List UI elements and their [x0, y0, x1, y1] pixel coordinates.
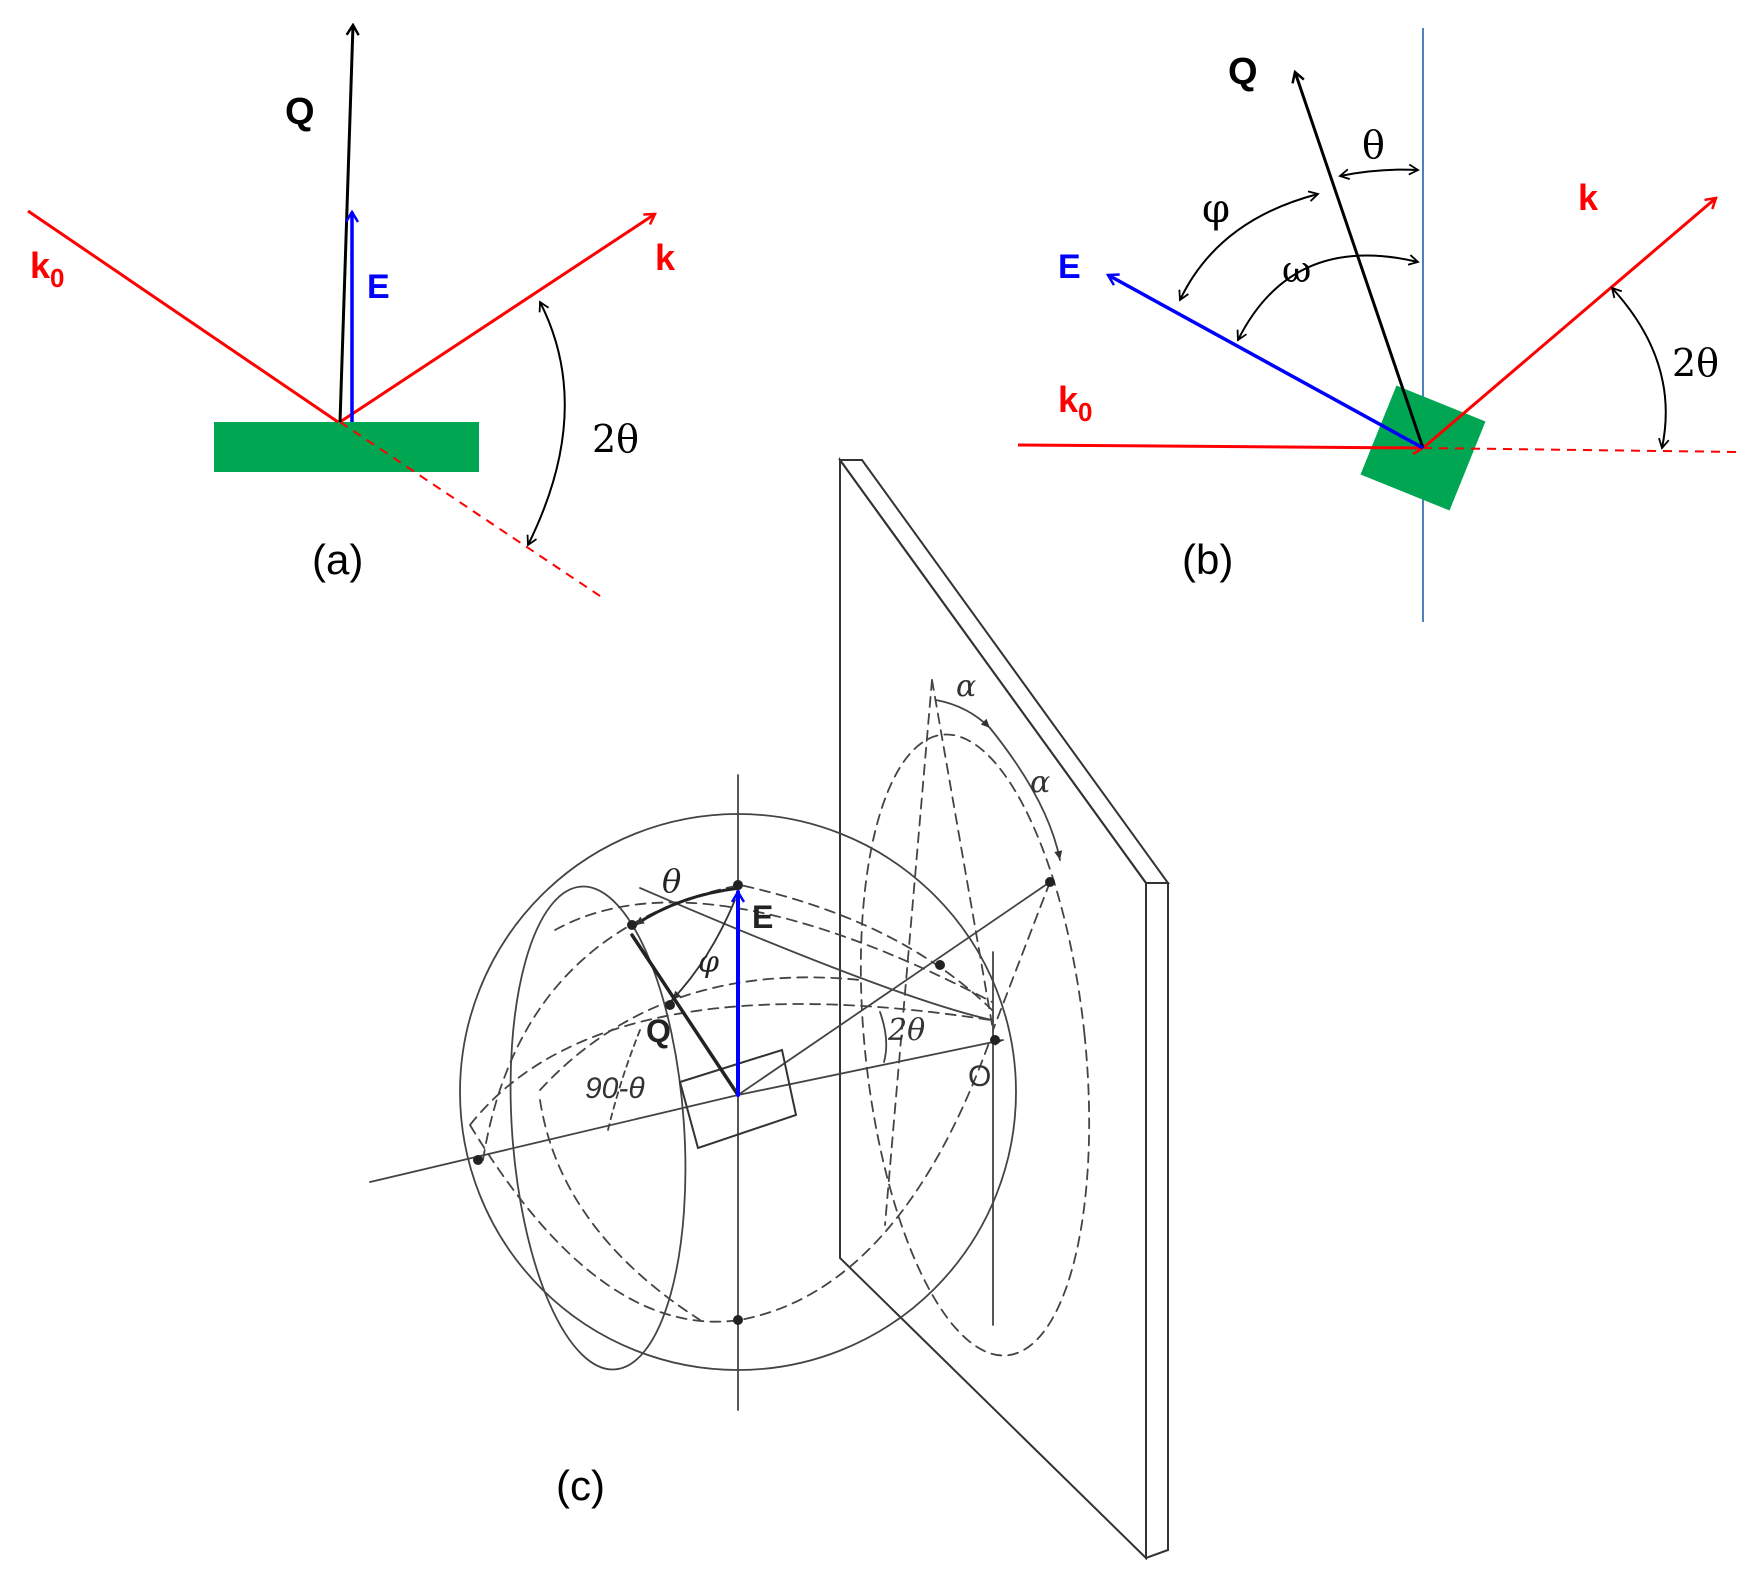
omega-arc	[1236, 254, 1420, 342]
upper-circle-dashed	[554, 901, 993, 1003]
e-vector	[1108, 275, 1424, 450]
q-label: Q	[1228, 51, 1258, 93]
k-label: k	[655, 237, 676, 278]
two-theta-label: 2θ	[592, 417, 639, 461]
front-right-meridian	[639, 887, 993, 1021]
point-origin	[990, 1035, 1000, 1045]
alpha-label-2: α	[1030, 765, 1050, 800]
point-bottom	[733, 1315, 743, 1325]
transmitted-beam-dashed	[339, 421, 601, 597]
e-label-c: E	[752, 899, 773, 935]
two-theta-arc	[1610, 286, 1670, 450]
ninety-minus-theta-label: 90-θ	[585, 1072, 645, 1105]
q-label: Q	[285, 91, 315, 133]
origin-label: O	[968, 1060, 991, 1093]
inner-arc-dashed	[539, 976, 861, 1321]
k0-label: k0	[30, 245, 65, 293]
plate-side-edge	[1145, 882, 1169, 1560]
k0-label-sub: 0	[1078, 397, 1092, 427]
point-theta-end	[627, 920, 637, 930]
sample-slab	[214, 422, 479, 472]
panel-b: Q θ φ ω E k k0 2θ (b)	[1017, 28, 1741, 622]
incident-beam-axis	[369, 1094, 739, 1183]
diffracted-beam-k	[1422, 198, 1716, 450]
point-plate-top	[1045, 877, 1055, 887]
k0-label-main: k	[30, 245, 51, 286]
panel-c: θ E φ Q 90-θ 2θ O α α (c)	[369, 456, 1170, 1561]
k-label: k	[1578, 177, 1599, 218]
theta-label-c: θ	[662, 862, 681, 900]
theta-label: θ	[1362, 123, 1385, 167]
panel-b-label: (b)	[1182, 536, 1233, 583]
point-top	[733, 880, 743, 890]
sphere-points	[473, 877, 1055, 1325]
incident-beam-k0	[1017, 445, 1423, 448]
two-theta-label: 2θ	[1672, 341, 1719, 385]
two-theta-arc-c	[879, 1011, 888, 1063]
panel-a: Q E k0 k 2θ (a)	[27, 25, 676, 597]
theta-arc-c	[633, 886, 742, 927]
e-label: E	[1058, 248, 1081, 286]
cone-line-left	[884, 679, 933, 1226]
incident-beam-k0	[27, 209, 339, 424]
alpha-arc-1	[935, 699, 991, 729]
point-q	[665, 1000, 675, 1010]
point-diffracted	[935, 960, 945, 970]
q-vector	[338, 25, 353, 423]
plate-top-edge	[838, 459, 1170, 884]
left-meridian	[509, 885, 687, 1371]
point-left	[473, 1155, 483, 1165]
ninety-minus-theta-arc	[607, 1029, 641, 1131]
beam-continuation	[737, 1037, 1004, 1096]
diffracted-beam	[737, 881, 1051, 1096]
k0-label: k0	[1058, 379, 1093, 427]
panel-c-label: (c)	[556, 1462, 605, 1509]
cone-line-upper	[931, 679, 994, 1031]
debye-ring-ellipse	[859, 733, 1091, 1357]
q-vector-c	[630, 933, 740, 1097]
phi-label: φ	[1202, 186, 1230, 232]
dashed-reference	[1422, 447, 1741, 453]
phi-arc	[1178, 190, 1320, 302]
e-label: E	[367, 268, 390, 306]
phi-label-c: φ	[698, 945, 719, 980]
two-theta-arc	[526, 300, 566, 547]
k0-label-sub: 0	[50, 263, 64, 293]
diffracted-beam-k	[339, 214, 655, 424]
alpha-arc-2	[989, 727, 1063, 861]
detector-plate	[838, 456, 1170, 1561]
alpha-label-1: α	[956, 669, 976, 704]
cone-line-upper-2	[992, 881, 1051, 1031]
crystal-box	[678, 1048, 798, 1150]
two-theta-label-c: 2θ	[887, 1013, 925, 1048]
k0-label-main: k	[1058, 379, 1079, 420]
debye-ring	[859, 679, 1091, 1357]
equator-dashed	[469, 1003, 991, 1323]
omega-label: ω	[1282, 250, 1311, 291]
theta-arc	[1338, 163, 1420, 180]
q-label-c: Q	[646, 1013, 671, 1049]
phi-arc-c	[671, 899, 736, 1001]
panel-a-label: (a)	[312, 536, 363, 583]
